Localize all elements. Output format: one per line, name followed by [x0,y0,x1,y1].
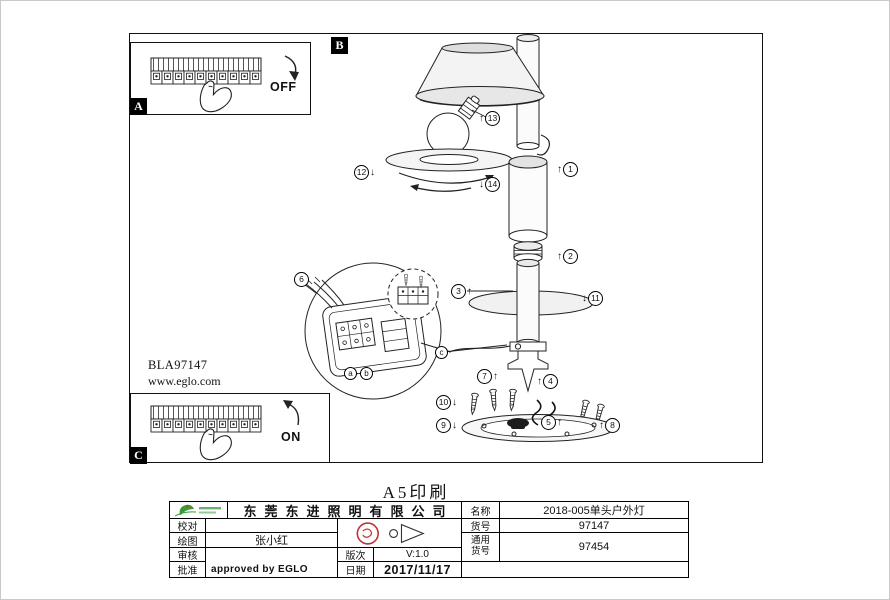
inset-a-box [130,42,311,115]
callout-13: ↑13 [479,111,501,126]
field-item-label: 货号 [462,519,500,533]
field-draw-label: 绘图 [170,533,206,548]
field-approve-label: 批准 [170,562,206,577]
callout-6: 6 [293,272,310,287]
field-version-label: 版次 [338,548,374,562]
inset-c-box [130,393,330,463]
approved-by-text: approved by EGLO [206,548,338,577]
empty-cell [462,562,688,577]
detail-letter-c: c [435,346,448,359]
field-review-label: 审核 [170,548,206,562]
callout-8: ↑8 [599,418,621,433]
field-item-value: 97147 [500,519,688,533]
company-name: 东莞东进照明有限公司 [228,502,462,519]
title-block: 东莞东进照明有限公司 名称 2018-005单头户外灯 校对 货号 97147 … [169,501,689,578]
stamp-circle-icon [356,521,379,545]
terminal-strip-off [150,55,299,116]
shade-ring [385,148,513,192]
field-check-value [206,519,338,533]
wiring-detail [298,262,508,400]
drawing-frame [129,33,763,463]
field-common-label: 通用 货号 [462,533,500,562]
field-draw-value: 张小红 [206,533,338,548]
lampshade [415,42,545,107]
detail-letter-b: b [360,367,373,380]
label-c: C [130,447,147,464]
company-logo-cell [170,502,228,519]
label-a: A [130,98,147,115]
callout-10: 10↓ [435,395,457,410]
off-label: OFF [270,80,297,94]
callout-5: 5↑ [540,415,562,430]
field-common-value: 97454 [500,533,688,562]
callout-3: 3↑ [450,284,472,299]
stamp-cell [338,519,462,548]
print-spec: A5印刷 [382,483,450,502]
callout-11: ↓11 [582,291,604,306]
field-version-value: V:1.0 [374,548,462,562]
callout-9: 9↓ [435,418,457,433]
callout-12: 12↓ [353,165,375,180]
bulb [426,95,489,156]
website-text: www.eglo.com [148,374,221,388]
model-code: BLA97147 [148,358,208,372]
on-label: ON [281,430,301,444]
field-date-value: 2017/11/17 [374,562,462,577]
callout-4: ↑4 [537,374,559,389]
upper-cylinder [508,155,548,243]
terminal-strip-on [150,400,300,464]
company-logo [174,504,221,516]
detail-letter-a: a [344,367,357,380]
projection-symbol-icon [389,528,399,538]
callout-1: ↑1 [557,162,579,177]
field-name-value: 2018-005单头户外灯 [500,502,688,519]
field-name-label: 名称 [462,502,500,519]
approval-marks [356,521,425,545]
mounting-ring [461,399,615,442]
field-check-label: 校对 [170,519,206,533]
callout-2: ↑2 [557,249,579,264]
label-b: B [331,37,348,54]
callout-14: ↓14 [479,177,501,192]
field-date-label: 日期 [338,562,374,577]
callout-7: 7↑ [476,369,498,384]
